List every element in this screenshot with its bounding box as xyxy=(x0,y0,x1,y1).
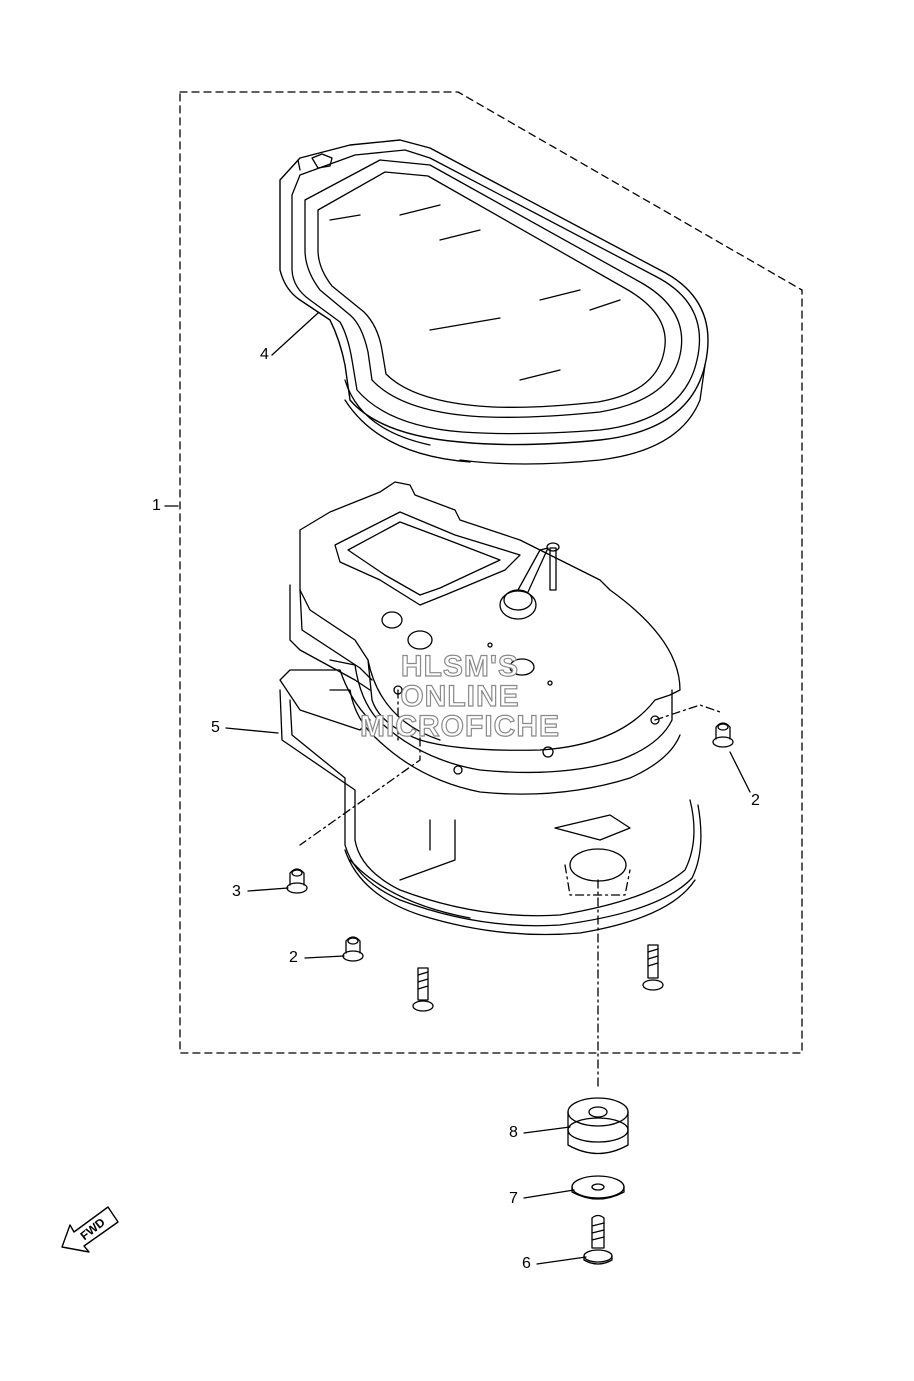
watermark-line-1: HLSM'S xyxy=(400,650,520,683)
grommet-2-upper xyxy=(712,722,734,748)
callout-6: 6 xyxy=(522,1255,531,1272)
callout-2-lower: 2 xyxy=(289,949,298,966)
watermark-line-3: MICROFICHE xyxy=(359,710,560,743)
callout-3: 3 xyxy=(232,883,241,900)
damper-8 xyxy=(567,1097,629,1155)
washer-7 xyxy=(571,1175,625,1200)
watermark-line-2: ONLINE xyxy=(400,680,520,713)
meter-case-part xyxy=(279,669,702,936)
meter-cover-part xyxy=(279,139,709,465)
callout-5: 5 xyxy=(211,719,220,736)
fwd-arrow-icon xyxy=(61,1206,119,1253)
watermark: HLSM'S ONLINE MICROFICHE xyxy=(300,650,620,743)
callout-1: 1 xyxy=(152,497,161,514)
callout-4: 4 xyxy=(260,346,269,363)
grommet-2-lower xyxy=(342,936,364,962)
callout-8: 8 xyxy=(509,1124,518,1141)
callout-2-upper: 2 xyxy=(751,792,760,809)
callout-7: 7 xyxy=(509,1190,518,1207)
assembly-boundary xyxy=(179,91,803,1054)
grommet-3 xyxy=(286,868,308,894)
screw-right xyxy=(642,944,664,991)
bolt-6 xyxy=(583,1214,613,1265)
screw-left xyxy=(412,967,434,1012)
meter-assembly-part xyxy=(289,481,681,795)
